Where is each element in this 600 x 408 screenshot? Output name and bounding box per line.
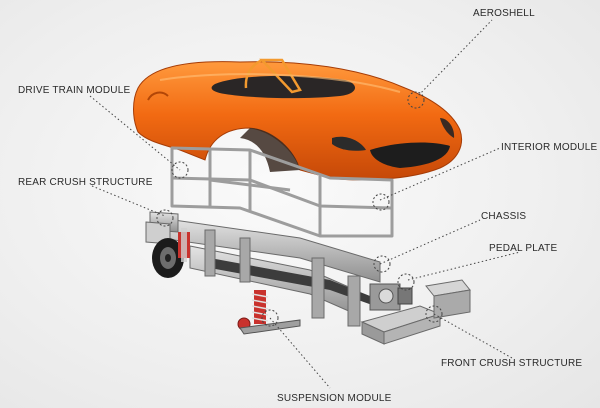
- label-interior-module: INTERIOR MODULE: [501, 142, 598, 153]
- front-crush-structure: [360, 279, 471, 345]
- label-rear-crush-structure: REAR CRUSH STRUCTURE: [18, 177, 153, 188]
- aeroshell-body: [133, 58, 463, 181]
- suspension-module: [237, 290, 301, 335]
- leader-lines: [89, 19, 521, 389]
- target-circles: [156, 91, 443, 327]
- label-suspension-module: SUSPENSION MODULE: [277, 393, 392, 404]
- label-drive-train-module: DRIVE TRAIN MODULE: [18, 85, 131, 96]
- rear-wheel: [152, 228, 190, 278]
- chassis-frame: [145, 211, 381, 327]
- label-chassis: CHASSIS: [481, 211, 527, 222]
- label-pedal-plate: PEDAL PLATE: [489, 243, 558, 254]
- interior-module-frame: [170, 146, 394, 238]
- label-aeroshell: AEROSHELL: [473, 8, 535, 19]
- pedal-plate-assembly: [369, 283, 413, 311]
- label-front-crush-structure: FRONT CRUSH STRUCTURE: [441, 358, 583, 369]
